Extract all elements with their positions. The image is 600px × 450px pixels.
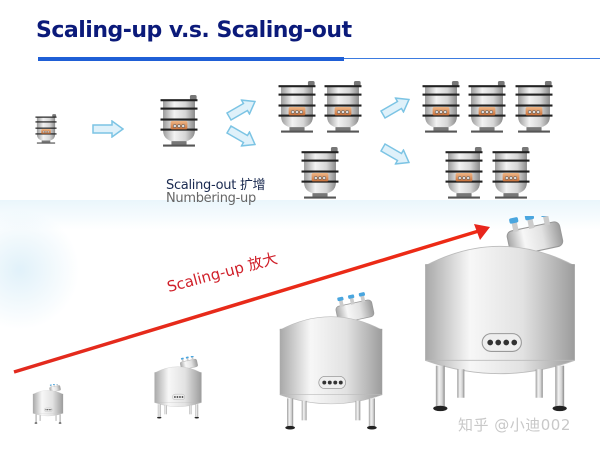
title-underline-thin (344, 58, 600, 59)
background-glow (0, 210, 80, 330)
numbering-up-label: Numbering-up (166, 191, 256, 206)
tank-3 (279, 290, 383, 431)
scaling-up-arrow-icon (13, 224, 490, 374)
tank-2 (154, 356, 202, 419)
tank-1 (32, 384, 64, 424)
light-blue-band (0, 200, 600, 230)
watermark: 知乎 @小迪002 (458, 416, 571, 434)
scaling-out-label: Scaling-out 扩增 (166, 178, 266, 193)
page-title: Scaling-up v.s. Scaling-out (36, 18, 352, 43)
title-underline (38, 57, 344, 61)
